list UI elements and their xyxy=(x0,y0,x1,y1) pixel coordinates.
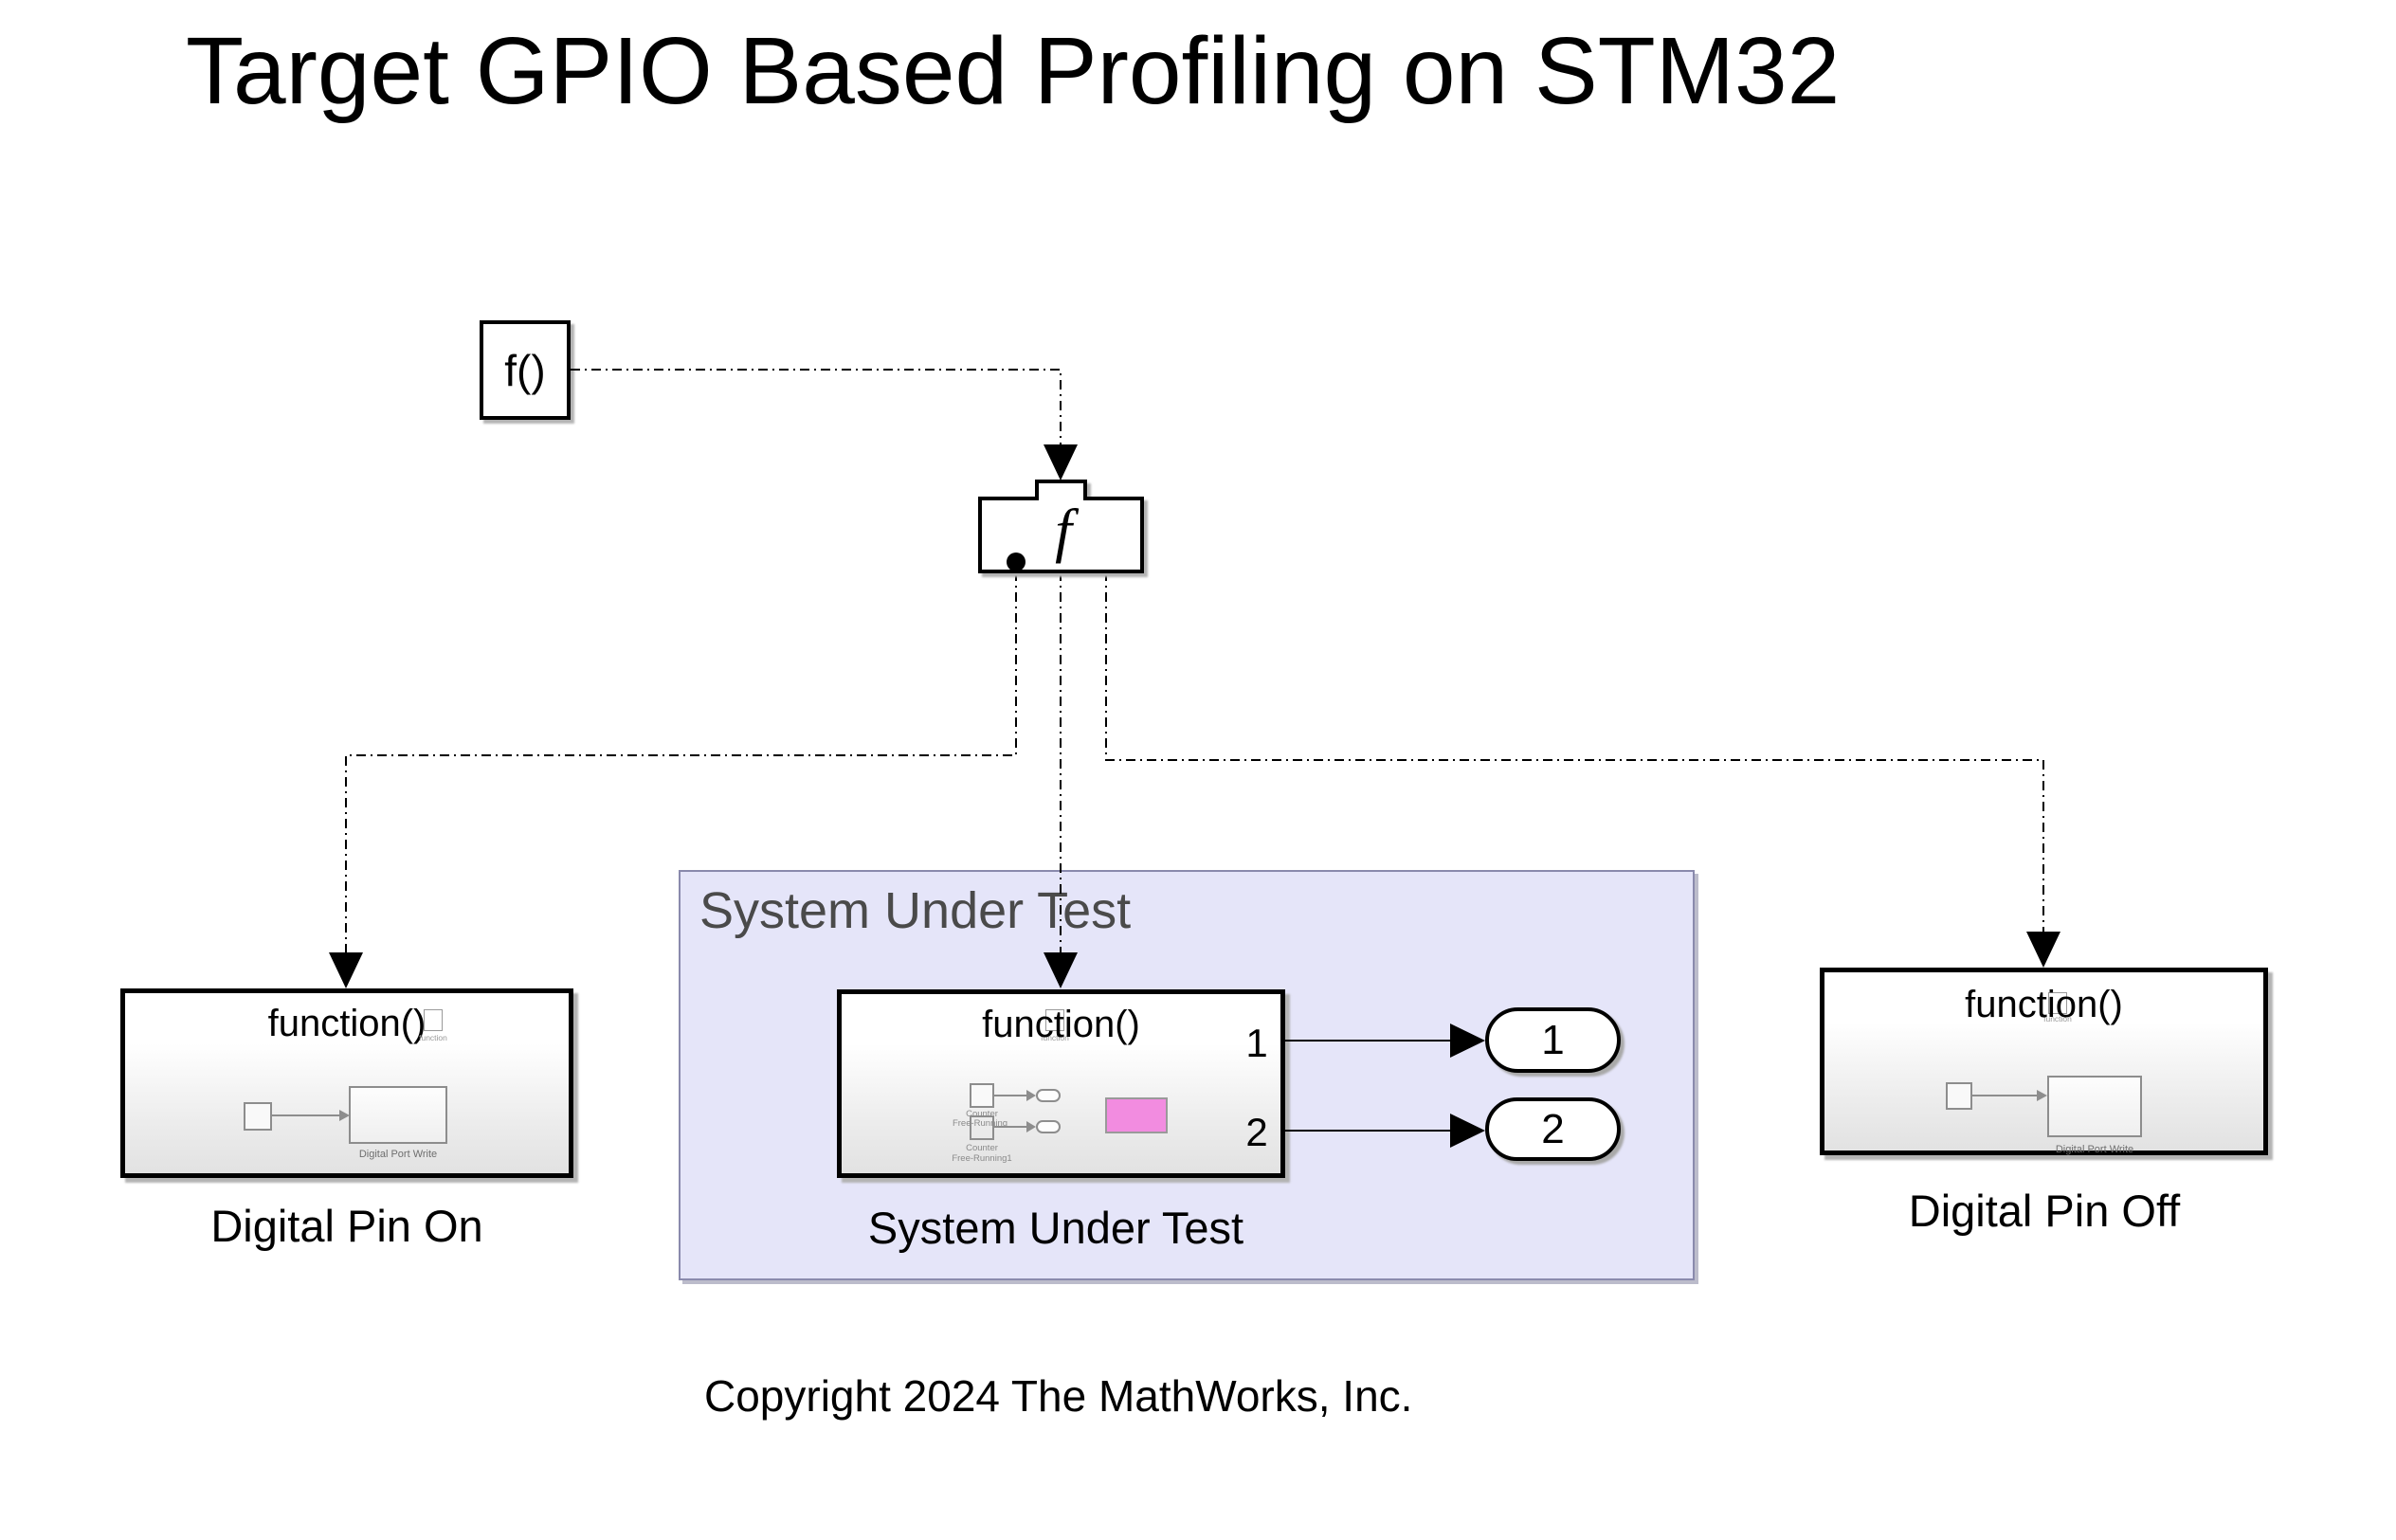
pin-off-caption: Digital Pin Off xyxy=(1908,1186,2181,1236)
pin-off-digital-port-write-block xyxy=(2047,1076,2142,1137)
pin-on-digital-port-write-block xyxy=(349,1086,447,1144)
mini-terminator-oval-2 xyxy=(1036,1120,1061,1133)
pin-off-inport-square xyxy=(1946,1082,1972,1110)
outport-1[interactable]: 1 xyxy=(1485,1007,1621,1073)
outport-2[interactable]: 2 xyxy=(1485,1097,1621,1161)
arrow-down-into-split-icon xyxy=(1044,444,1078,480)
subsystem-digital-pin-on[interactable]: function() function Digital Port Write xyxy=(120,988,573,1178)
pin-on-caption: Digital Pin On xyxy=(210,1201,483,1251)
function-call-generator-label: f() xyxy=(504,345,546,395)
sut-outport-2-label: 2 xyxy=(1245,1110,1268,1154)
function-badge-label: function xyxy=(419,1033,447,1042)
function-call-port-dot-icon xyxy=(1007,553,1026,571)
function-badge-label: function xyxy=(1041,1033,1069,1042)
arrow-down-into-pin-on-icon xyxy=(329,952,363,988)
pin-on-inport-square xyxy=(244,1102,272,1131)
pin-on-header: function() xyxy=(267,1003,427,1044)
model-title: Target GPIO Based Profiling on STM32 xyxy=(186,18,1841,124)
function-badge-icon xyxy=(424,1009,443,1031)
function-call-split-block[interactable] xyxy=(978,480,1144,573)
counter1-sub: Free-Running xyxy=(952,1118,1008,1129)
pin-off-header: function() xyxy=(1965,984,2123,1025)
counter2-name: Counter xyxy=(966,1143,998,1153)
counter2-sub: Free-Running1 xyxy=(952,1153,1012,1164)
function-badge-label: function xyxy=(2043,1014,2072,1024)
outport-1-label: 1 xyxy=(1541,1016,1565,1063)
wire-fcall-to-split xyxy=(571,369,1062,444)
subsystem-system-under-test[interactable]: function function() 1 2 Counter Free-Run… xyxy=(837,989,1285,1178)
pink-display-block xyxy=(1105,1097,1168,1133)
function-badge-icon xyxy=(1045,1009,1064,1031)
outport-2-label: 2 xyxy=(1541,1105,1565,1152)
sut-header: function() xyxy=(982,1004,1140,1045)
sut-caption: System Under Test xyxy=(867,1203,1244,1253)
copyright-label: Copyright 2024 The MathWorks, Inc. xyxy=(704,1371,1413,1421)
counter-free-running1-block xyxy=(970,1115,994,1140)
function-call-generator-block[interactable]: f() xyxy=(480,320,571,420)
pin-on-thumb-label: Digital Port Write xyxy=(358,1149,438,1160)
pin-off-thumb-label: Digital Port Write xyxy=(2055,1144,2134,1155)
sut-area-label: System Under Test xyxy=(699,882,1132,939)
function-call-split-label: f xyxy=(1055,497,1080,564)
mini-terminator-oval-1 xyxy=(1036,1089,1061,1102)
counter-free-running-block xyxy=(970,1083,994,1108)
counter1-name: Counter xyxy=(966,1109,998,1119)
sut-outport-1-label: 1 xyxy=(1245,1021,1268,1065)
function-badge-icon xyxy=(2048,992,2067,1014)
arrow-down-into-pin-off-icon xyxy=(2026,932,2060,968)
subsystem-digital-pin-off[interactable]: function function() Digital Port Write xyxy=(1820,968,2268,1155)
